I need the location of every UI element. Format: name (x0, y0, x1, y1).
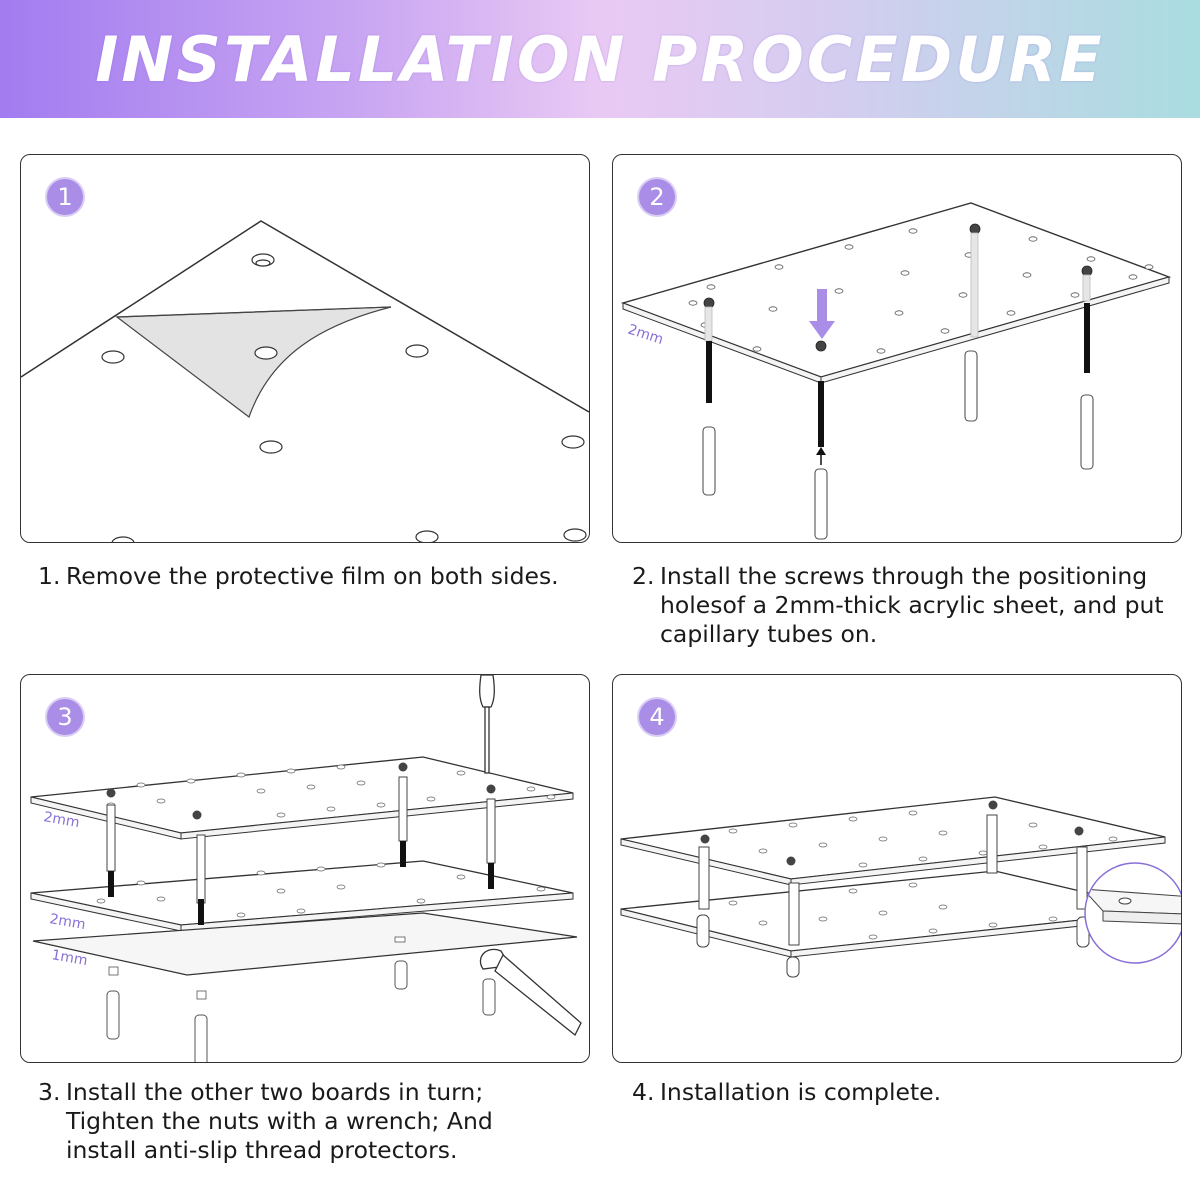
step-2-illustration: 2mm (620, 202, 1172, 540)
step-1-badge: 1 (47, 179, 83, 215)
step-1-caption: 1. Remove the protective film on both si… (38, 562, 588, 591)
step-1-number: 1. (38, 562, 61, 590)
step-1-text: Remove the protective film on both sides… (66, 562, 559, 590)
step-3-badge: 3 (47, 699, 83, 735)
step-3-illustration: 2mm 2mm 1mm (30, 675, 582, 1062)
step-3-number: 3. (38, 1078, 61, 1106)
top-thickness-label: 2mm (42, 809, 80, 831)
step-2-badge: 2 (639, 179, 675, 215)
bottom-thickness-label: 1mm (50, 947, 88, 969)
step-4-caption: 4. Installation is complete. (632, 1078, 1180, 1107)
step-2-caption: 2. Install the screws through the positi… (632, 562, 1180, 649)
page-title: INSTALLATION PROCEDURE (95, 22, 1105, 96)
step-1-illustration (21, 220, 589, 542)
step-3-panel: 2mm 2mm 1mm (20, 674, 590, 1063)
thickness-label-2mm: 2mm (626, 322, 665, 348)
step-2-panel: 2mm (612, 154, 1182, 543)
title-banner: INSTALLATION PROCEDURE (0, 0, 1200, 118)
step-1-panel: 1 (20, 154, 590, 543)
step-3-caption: 3. Install the other two boards in turn;… (38, 1078, 558, 1165)
step-4-badge: 4 (639, 699, 675, 735)
step-2-text: Install the screws through the positioni… (660, 562, 1164, 648)
step-4-illustration (620, 796, 1181, 978)
step-3-text: Install the other two boards in turn; Ti… (66, 1078, 493, 1164)
step-2-number: 2. (632, 562, 655, 590)
step-4-panel: 4 (612, 674, 1182, 1063)
step-4-text: Installation is complete. (660, 1078, 942, 1106)
step-4-number: 4. (632, 1078, 655, 1106)
middle-thickness-label: 2mm (48, 911, 86, 933)
